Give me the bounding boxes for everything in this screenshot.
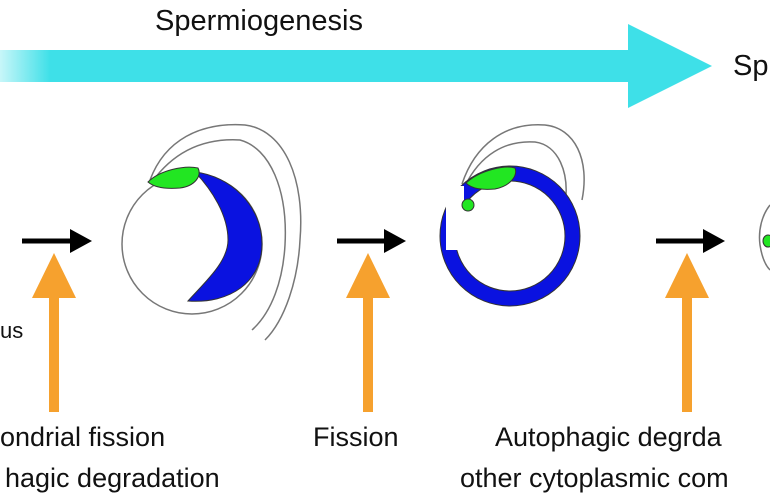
process-arrow (0, 24, 712, 108)
step-arrow-1 (22, 229, 92, 253)
event-arrow-3 (665, 253, 709, 412)
caption-step3-line1: Autophagic degrda (495, 422, 723, 452)
event-arrow-1 (32, 253, 76, 412)
caption-step3-line2: other cytoplasmic com (460, 463, 729, 493)
step-arrow-2 (337, 229, 406, 253)
caption-step1-line1: ondrial fission (0, 422, 165, 452)
caption-step2-line1: Fission (313, 422, 399, 452)
next-stage-label: Sp (733, 50, 768, 82)
spermatid-cell-2 (439, 124, 585, 307)
partial-left-label: us (0, 318, 23, 343)
spermatid-cell-3-partial (758, 204, 770, 271)
step-arrow-3 (656, 229, 725, 253)
acrosome-1 (147, 166, 200, 189)
mitochondria-1 (186, 171, 263, 302)
process-label: Spermiogenesis (155, 5, 363, 37)
caption-step1-line2: hagic degradation (5, 463, 220, 493)
acrosome-vesicle-2 (461, 198, 475, 212)
event-arrow-2 (346, 253, 390, 412)
spermatid-cell-1 (121, 123, 302, 341)
acrosome-2 (465, 166, 517, 190)
